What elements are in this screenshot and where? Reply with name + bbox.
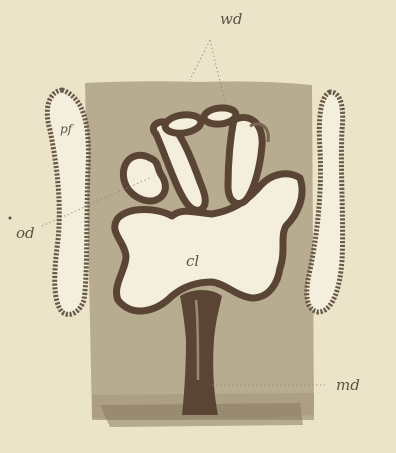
label-md: md (336, 376, 360, 394)
label-wd: wd (220, 10, 242, 28)
duct-oval-1 (164, 113, 202, 136)
leader-dot (9, 217, 12, 220)
label-od: od (16, 224, 35, 242)
duct-loop-1 (123, 155, 165, 201)
label-cl: cl (186, 252, 199, 270)
